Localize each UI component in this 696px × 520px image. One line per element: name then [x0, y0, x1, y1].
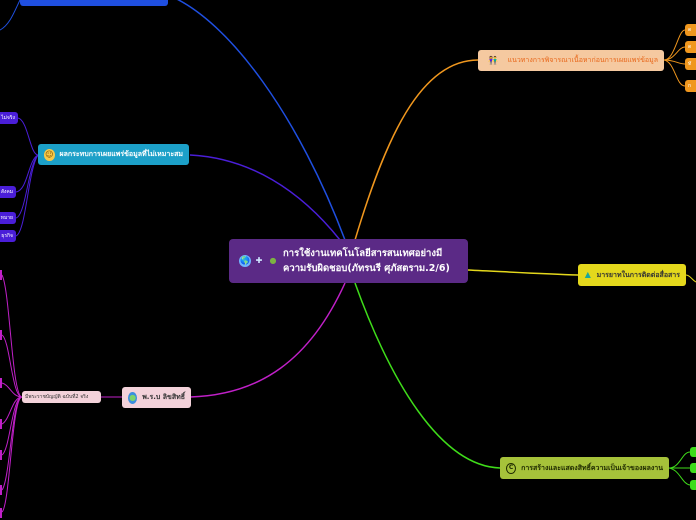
link-guidelines-sub	[663, 59, 686, 65]
branch-etiquette[interactable]: ▲ มารยาทในการติดต่อสื่อสาร	[578, 264, 686, 286]
globe-icon: 🌎	[239, 255, 251, 267]
subtopic-label: หมาย	[0, 215, 13, 221]
subtopic-guideline-1[interactable]: ด	[685, 24, 696, 36]
link-copyright-sub	[1, 382, 23, 398]
earth-icon: ●	[128, 391, 138, 404]
subtopic-guideline-3[interactable]: ทั	[685, 58, 696, 70]
branch-ownership[interactable]: C การสร้างและแสดงสิทธิ์ความเป็นเจ้าของผล…	[500, 457, 669, 479]
subtopic-creative-1[interactable]	[690, 447, 696, 457]
people-icon: 👫	[488, 55, 499, 65]
subtopic-label: ไม่จริง	[1, 115, 15, 121]
smiley-icon: ☺	[44, 148, 55, 161]
branch-etiquette-label: มารยาทในการติดต่อสื่อสาร	[596, 270, 680, 279]
subtopic-copyright-law-label: มีพระราชบัญญัติ ฉบับที่2 จริง	[25, 394, 89, 400]
link-creative-sub	[668, 467, 691, 486]
subtopic-privacy-1[interactable]: ไม่จริง	[0, 112, 18, 124]
subtopic-creative-3[interactable]	[690, 480, 696, 490]
subtopic-label: ด	[688, 44, 692, 50]
branch-creative-label: การสร้างและแสดงสิทธิ์ความเป็นเจ้าของผลงา…	[521, 463, 663, 472]
subtopic-privacy-4[interactable]: ธุรกิจ	[0, 230, 16, 242]
copyright-icon: C	[506, 462, 517, 474]
subtopic-privacy-2[interactable]: สังคม	[0, 186, 16, 198]
subtopic-copyright-law[interactable]: มีพระราชบัญญัติ ฉบับที่2 จริง	[22, 391, 101, 403]
subtopic-privacy-3[interactable]: หมาย	[0, 212, 16, 224]
link-creative-sub	[668, 451, 691, 469]
branch-top[interactable]	[20, 0, 168, 6]
central-icons: 🌎 ✚ ●	[239, 255, 279, 267]
subtopic-guideline-4[interactable]: ก	[685, 80, 696, 92]
link-copyright	[189, 282, 346, 398]
bug-icon: ●	[269, 256, 277, 265]
subtopic-label: ธุรกิจ	[1, 233, 13, 239]
link-copyright-sub	[1, 396, 23, 513]
link-guidelines-sub	[663, 29, 686, 61]
link-guidelines-sub	[663, 59, 686, 87]
branch-privacy-label: ผลกระทบการเผยแพร่ข้อมูลที่ไม่เหมาะสม	[59, 150, 183, 158]
subtopic-label: ทั	[688, 61, 692, 67]
link-top-sub	[0, 0, 21, 31]
central-title: การใช้งานเทคโนโลยีสารสนเทศอย่างมีความรับ…	[283, 248, 450, 274]
subtopic-creative-2[interactable]	[690, 463, 696, 473]
link-privacy-sub	[15, 154, 39, 237]
flask-icon: ▲	[584, 270, 591, 279]
branch-guidelines[interactable]: 👫 แนวทางการพิจารณาเนื้อหาก่อนการเผยแพร่ข…	[478, 50, 664, 71]
subtopic-label: ด	[688, 27, 692, 33]
puzzle-icon: ✚	[255, 256, 263, 265]
link-copyright-sub	[1, 274, 23, 398]
link-privacy-sub	[15, 154, 39, 219]
branch-copyright-label: พ.ร.บ ลิขสิทธิ์	[142, 393, 185, 401]
subtopic-guideline-2[interactable]: ด	[685, 41, 696, 53]
subtopic-label: สังคม	[0, 189, 13, 195]
subtopic-label: ก	[688, 83, 692, 89]
link-privacy	[189, 154, 341, 241]
link-privacy-sub	[15, 154, 39, 193]
central-topic[interactable]: 🌎 ✚ ● การใช้งานเทคโนโลยีสารสนเทศอย่างมีค…	[229, 239, 468, 283]
link-privacy-sub	[17, 117, 39, 156]
link-creative	[354, 282, 501, 469]
branch-copyright-act[interactable]: ● พ.ร.บ ลิขสิทธิ์	[122, 387, 191, 408]
link-etiquette-sub	[685, 274, 696, 283]
branch-privacy-impact[interactable]: ☺ ผลกระทบการเผยแพร่ข้อมูลที่ไม่เหมาะสม	[38, 144, 189, 165]
link-top	[176, 0, 346, 241]
link-guidelines	[354, 59, 479, 241]
link-etiquette	[467, 269, 579, 276]
link-copyright-sub	[1, 334, 23, 398]
branch-guidelines-label: แนวทางการพิจารณาเนื้อหาก่อนการเผยแพร่ข้อ…	[507, 56, 658, 64]
